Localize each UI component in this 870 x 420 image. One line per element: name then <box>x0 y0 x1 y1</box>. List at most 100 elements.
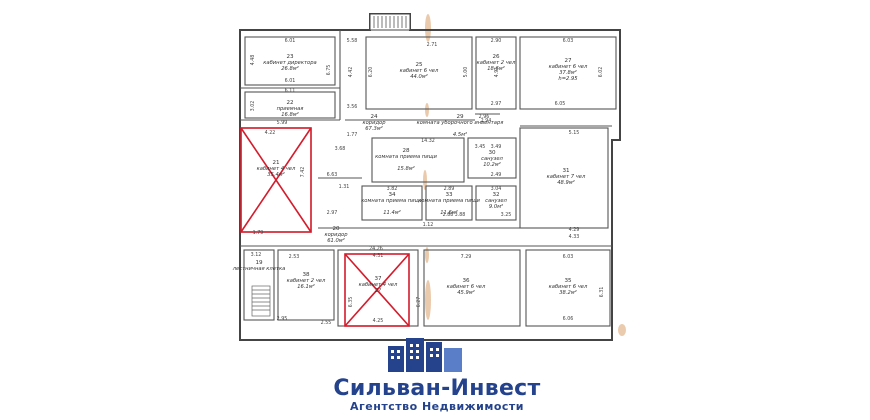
svg-text:36: 36 <box>462 278 470 284</box>
dim-label: 5.99 <box>277 120 288 126</box>
dim-label: 4.48 <box>250 55 256 66</box>
svg-text:лестничная клетка: лестничная клетка <box>232 266 286 272</box>
svg-text:67.3м²: 67.3м² <box>365 126 383 132</box>
svg-text:4.5м²: 4.5м² <box>453 132 467 138</box>
svg-text:комната приема пищи: комната приема пищи <box>418 198 480 204</box>
dim-label: 5.00 <box>463 67 469 78</box>
logo-building-far <box>444 348 462 372</box>
dim-label: 3.82 <box>387 186 398 192</box>
interior-walls <box>240 30 617 327</box>
dim-label: 24.26 <box>369 246 383 252</box>
svg-text:32: 32 <box>492 192 499 198</box>
svg-text:26.8м²: 26.8м² <box>281 66 299 72</box>
dim-label: 2.88 <box>443 212 454 218</box>
svg-text:37.8м²: 37.8м² <box>559 70 577 76</box>
svg-text:11.4м²: 11.4м² <box>383 210 401 216</box>
svg-text:коридор: коридор <box>362 120 386 126</box>
svg-text:24: 24 <box>370 114 378 120</box>
dim-label: 4.91 <box>494 67 500 78</box>
svg-text:кабинет 6 чел: кабинет 6 чел <box>447 284 486 290</box>
company-name: Сильван-Инвест <box>333 376 541 401</box>
dim-label: 3.04 <box>491 186 502 192</box>
svg-text:приемная: приемная <box>277 106 304 112</box>
dim-label: 14.32 <box>421 138 435 144</box>
svg-text:санузел: санузел <box>481 156 503 162</box>
svg-text:кабинет 7 чел: кабинет 7 чел <box>547 174 586 180</box>
svg-text:коридор: коридор <box>324 232 348 238</box>
svg-text:кабинет директора: кабинет директора <box>263 60 316 66</box>
dim-label: 1.79 <box>253 230 264 236</box>
dim-label: 6.01 <box>285 78 296 84</box>
svg-text:18.6м²: 18.6м² <box>487 66 505 72</box>
dim-label: 6.03 <box>563 38 574 44</box>
dim-label: 3.68 <box>335 146 346 152</box>
svg-text:28: 28 <box>402 148 410 154</box>
dim-label: 4.31 <box>373 253 384 259</box>
svg-text:22: 22 <box>286 100 293 106</box>
svg-text:30: 30 <box>488 150 496 156</box>
svg-text:34: 34 <box>388 192 396 198</box>
svg-text:23: 23 <box>286 54 294 60</box>
dim-label: 2.95 <box>277 316 288 322</box>
svg-text:кабинет 6 чел: кабинет 6 чел <box>549 284 588 290</box>
dim-label: 6.20 <box>368 67 374 78</box>
svg-text:10.2м²: 10.2м² <box>483 162 501 168</box>
dim-label: 3.88 <box>455 212 466 218</box>
svg-text:44.0м²: 44.0м² <box>410 74 428 80</box>
dim-label: 2.71 <box>427 42 438 48</box>
svg-text:26: 26 <box>492 54 500 60</box>
dim-label: 3.45 <box>475 144 486 150</box>
dim-label: 5.58 <box>347 38 358 44</box>
svg-text:35.4м²: 35.4м² <box>267 172 285 178</box>
crossed-out-marks <box>240 127 410 327</box>
svg-text:21: 21 <box>272 160 280 166</box>
dim-label: 6.35 <box>348 297 354 308</box>
svg-text:16.1м²: 16.1м² <box>297 284 315 290</box>
dim-label: 2.90 <box>491 38 502 44</box>
dim-label: 6.03 <box>563 254 574 260</box>
dim-label: 4.25 <box>373 318 384 324</box>
dim-label: 7.42 <box>300 167 306 178</box>
dim-label: 3.02 <box>250 101 256 112</box>
svg-text:комната приема пищи: комната приема пищи <box>361 198 423 204</box>
svg-text:комната приема пищи: комната приема пищи <box>375 154 437 160</box>
lower-stair-hatch <box>251 285 271 317</box>
svg-text:25: 25 <box>415 62 423 68</box>
svg-text:45.9м²: 45.9м² <box>457 290 475 296</box>
dim-label: 6.27 <box>416 297 422 308</box>
dim-label: 6.63 <box>327 172 338 178</box>
svg-text:санузел: санузел <box>485 198 507 204</box>
svg-text:15.8м²: 15.8м² <box>397 166 415 172</box>
logo-building-mid <box>406 338 424 372</box>
svg-text:19: 19 <box>255 260 263 266</box>
dim-label: 2.97 <box>491 101 502 107</box>
dim-label: 1.12 <box>423 222 434 228</box>
dim-label: 3.49 <box>491 144 502 150</box>
svg-text:16.8м²: 16.8м² <box>281 112 299 118</box>
svg-text:кабинет 6 чел: кабинет 6 чел <box>549 64 588 70</box>
svg-text:35: 35 <box>564 278 572 284</box>
paper-stains <box>423 14 626 336</box>
svg-text:h=2.95: h=2.95 <box>558 76 578 82</box>
svg-text:20: 20 <box>332 226 340 232</box>
svg-text:37: 37 <box>374 276 382 282</box>
dim-label: 5.15 <box>569 130 580 136</box>
dim-label: 3.56 <box>347 104 358 110</box>
cross-line-21-b <box>240 127 312 233</box>
dim-label: 4.33 <box>569 234 580 240</box>
